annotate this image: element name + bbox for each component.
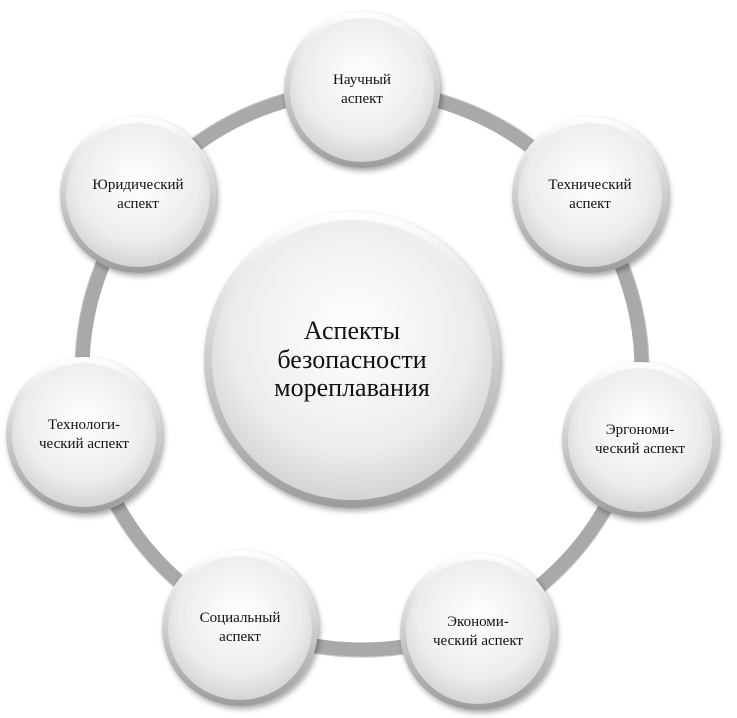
center-line2: безопасности xyxy=(277,344,427,374)
node-technological-label: Технологи-ческий аспект xyxy=(9,405,159,465)
node-line1: Экономи- xyxy=(447,614,509,631)
node-ergonomic-circle xyxy=(562,362,718,518)
node-line2: ческий аспект xyxy=(39,436,129,452)
node-line1: Социальный xyxy=(199,610,281,627)
node-scientific-label: Научный аспект xyxy=(287,60,437,120)
node-line1: Эргономи- xyxy=(605,422,675,439)
node-line2: аспект xyxy=(569,196,611,212)
center-line1: Аспекты xyxy=(303,316,401,346)
node-technical-label: Технический аспект xyxy=(515,165,665,225)
node-ergonomic-label: Эргономи-ческий аспект xyxy=(565,410,715,470)
node-scientific-circle xyxy=(284,12,440,168)
node-line2: аспект xyxy=(341,91,383,107)
center-line3: мореплавания xyxy=(274,373,430,403)
node-legal-label: Юридический аспект xyxy=(63,165,213,225)
node-technological-circle xyxy=(6,357,162,513)
node-line1: Юридический xyxy=(92,177,184,194)
node-social-circle xyxy=(162,550,318,706)
center-circle xyxy=(204,212,500,508)
node-line2: ческий аспект xyxy=(595,441,685,457)
node-technical-circle xyxy=(512,117,668,273)
node-legal-circle xyxy=(60,117,216,273)
node-social-label: Социальный аспект xyxy=(165,598,315,658)
node-economic-label: Экономи-ческий аспект xyxy=(403,602,553,662)
node-line1: Технический xyxy=(548,177,632,194)
node-line2: аспект xyxy=(117,196,159,212)
node-line1: Научный xyxy=(333,72,391,89)
node-line2: аспект xyxy=(219,629,261,645)
node-line1: Технологи- xyxy=(47,417,121,434)
node-economic-circle xyxy=(400,554,556,710)
node-line2: ческий аспект xyxy=(433,633,523,649)
